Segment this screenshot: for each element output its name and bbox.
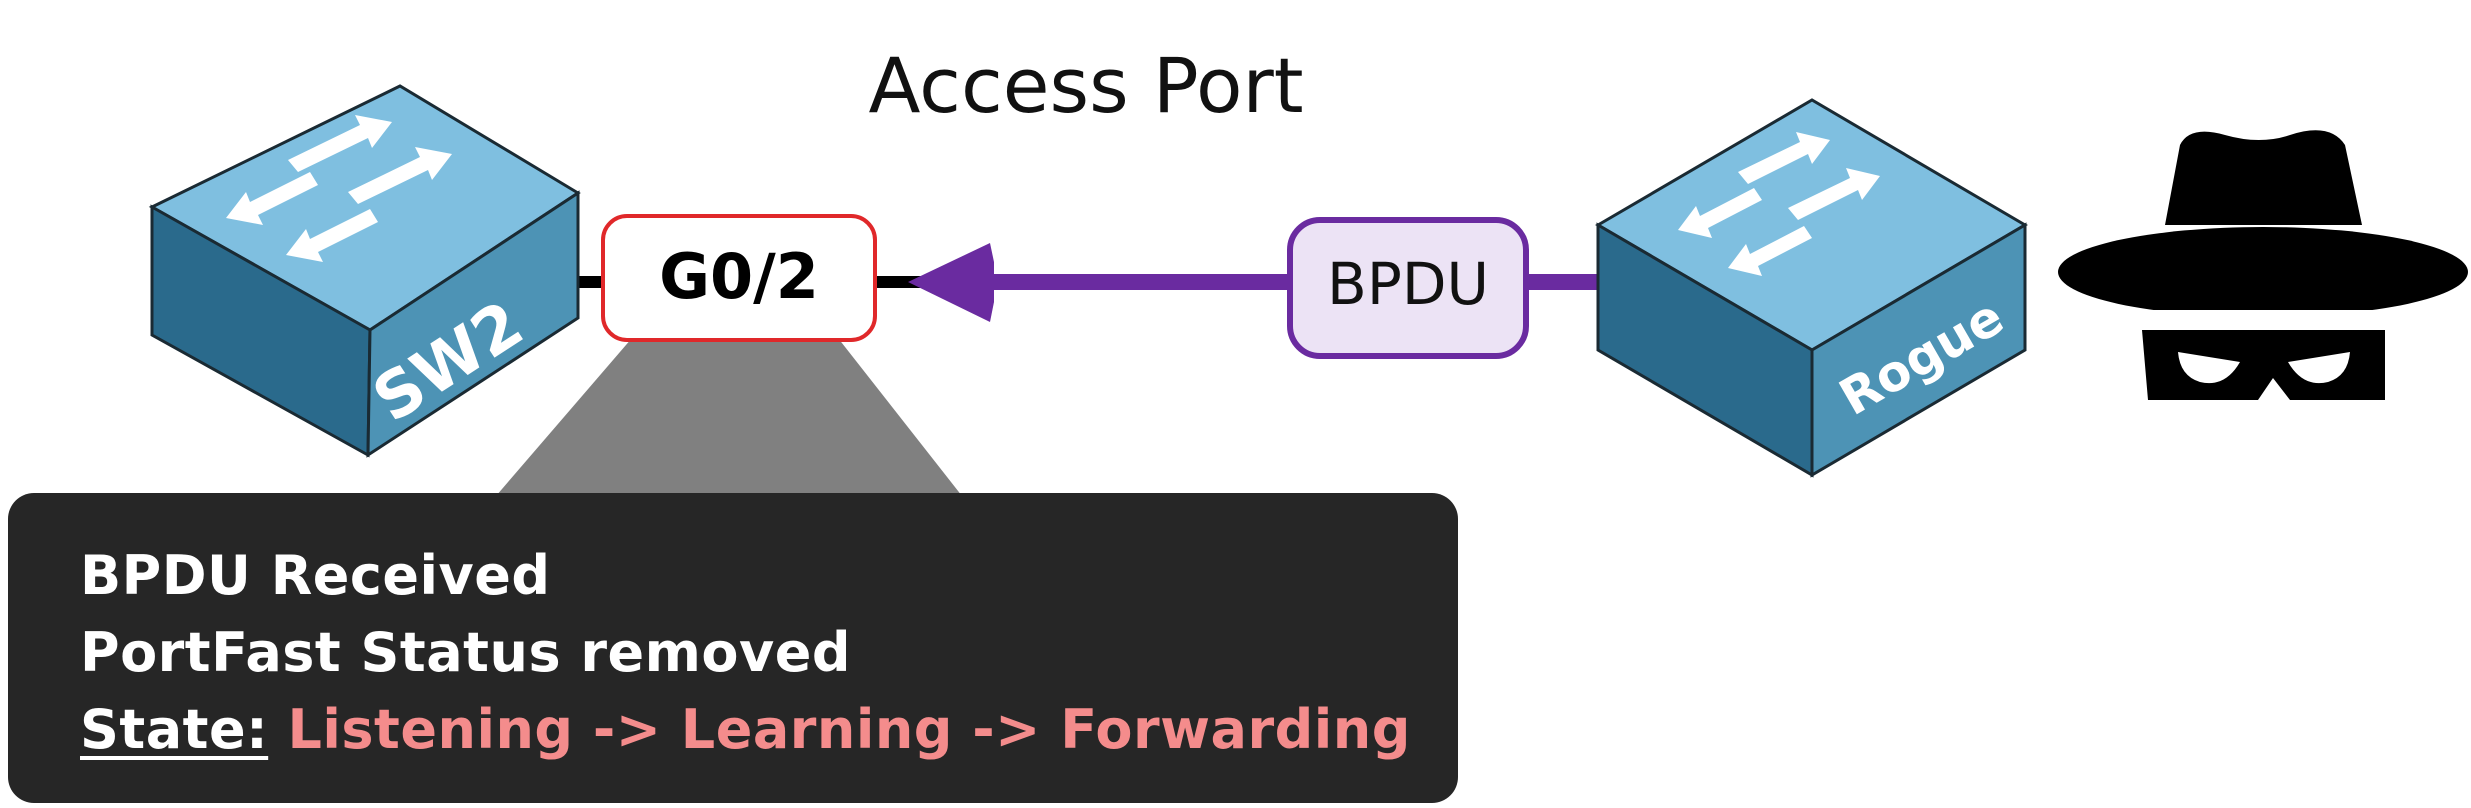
port-box [601, 214, 877, 342]
info-line-state: State: Listening -> Learning -> Forwardi… [80, 691, 1458, 768]
rogue-switch: Rogue [1595, 98, 2028, 478]
info-panel: BPDU Received PortFast Status removed St… [8, 493, 1458, 803]
port-label: G0/2 [659, 240, 819, 313]
bpdu-arrowhead [908, 243, 994, 322]
sw2-arrows-icon [226, 115, 452, 262]
info-line-portfast-removed: PortFast Status removed [80, 621, 851, 684]
state-label: State: [80, 698, 269, 761]
sw2-switch: SW2 [148, 84, 581, 458]
callout-shape [496, 338, 962, 496]
bpdu-label: BPDU [1327, 250, 1489, 318]
state-value: Listening -> Learning -> Forwarding [287, 698, 1411, 761]
info-line-bpdu-received: BPDU Received [80, 544, 551, 607]
diagram-title: Access Port [869, 41, 1304, 130]
bpdu-box [1287, 217, 1529, 359]
hacker-spy-icon [2058, 130, 2468, 400]
rogue-arrows-icon [1678, 132, 1880, 276]
